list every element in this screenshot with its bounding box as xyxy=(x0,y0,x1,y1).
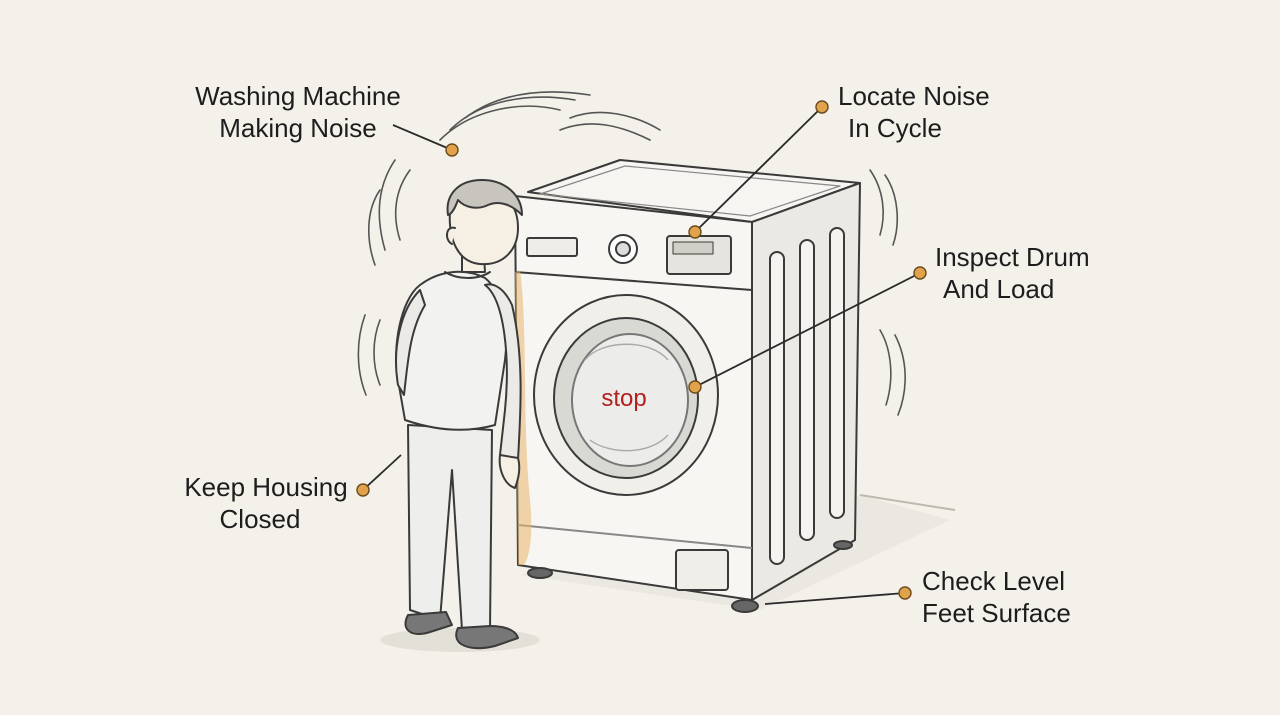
marker-drum-end xyxy=(688,380,702,394)
callout-drum-line1: Inspect Drum xyxy=(935,242,1090,272)
marker-noise xyxy=(445,143,459,157)
callout-level-line1: Check Level xyxy=(922,566,1066,596)
marker-drum xyxy=(913,266,927,280)
marker-cycle-end xyxy=(688,225,702,239)
callout-label-drum: Inspect Drum And Load xyxy=(927,241,1107,305)
callout-drum-line2: And Load xyxy=(943,274,1055,304)
sound-wave-icon xyxy=(357,91,906,426)
marker-housing xyxy=(356,483,370,497)
callout-leaders xyxy=(362,106,921,605)
callout-markers xyxy=(356,100,927,600)
callout-label-noise: Washing Machine Making Noise xyxy=(180,80,416,144)
callout-cycle-line1: Locate Noise xyxy=(838,81,990,111)
callout-housing-line2: Closed xyxy=(219,504,301,534)
door-stop-text: stop xyxy=(601,385,646,412)
marker-cycle xyxy=(815,100,829,114)
callout-cycle-line2: In Cycle xyxy=(848,113,942,143)
callout-label-level: Check Level Feet Surface xyxy=(922,565,1092,629)
callout-noise-line2: Making Noise xyxy=(219,113,377,143)
callout-level-line2: Feet Surface xyxy=(922,598,1071,628)
callout-label-cycle: Locate Noise In Cycle xyxy=(830,80,1010,144)
callout-noise-line1: Washing Machine xyxy=(195,81,401,111)
callout-housing-line1: Keep Housing xyxy=(184,472,348,502)
door-icon xyxy=(533,294,719,496)
callout-label-housing: Keep Housing Closed xyxy=(176,471,356,535)
person-icon xyxy=(395,179,523,650)
marker-level xyxy=(898,586,912,600)
